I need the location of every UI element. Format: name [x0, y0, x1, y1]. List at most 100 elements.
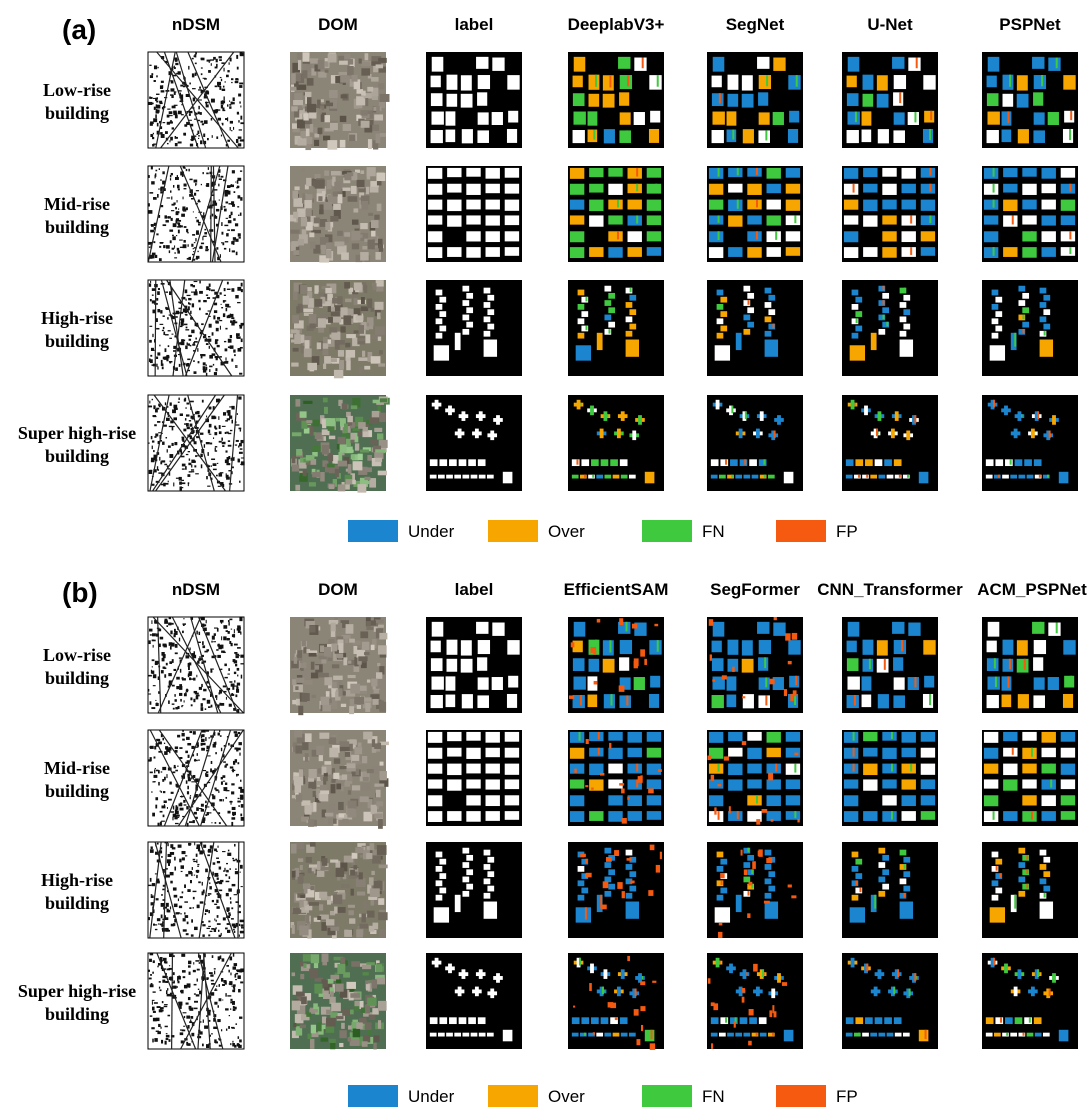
tile-a-r3-c5 — [707, 280, 803, 376]
tile-b-r2-c2 — [290, 730, 389, 829]
column-header-b-2: DOM — [318, 580, 358, 599]
tile-b-r3-c4 — [568, 842, 664, 938]
column-header-a-7: PSPNet — [999, 15, 1061, 34]
tile-b-r3-c2 — [290, 842, 388, 939]
tile-a-r1-c7 — [982, 52, 1078, 148]
legend-label-fn-a: FN — [702, 522, 725, 541]
row-label-a-4-line2: building — [45, 446, 109, 466]
tile-b-r4-c7 — [982, 953, 1078, 1049]
row-label-b-3-line1: High-rise — [41, 870, 113, 890]
tile-a-r2-c3 — [426, 166, 522, 262]
column-header-a-5: SegNet — [726, 15, 785, 34]
tile-a-r3-c6 — [842, 280, 938, 376]
tile-b-r4-c3 — [426, 953, 522, 1049]
tile-b-r1-c7 — [982, 617, 1078, 713]
tile-a-r3-c3 — [426, 280, 522, 376]
tile-b-r2-c5 — [707, 730, 803, 826]
tile-b-r1-c3 — [426, 617, 522, 713]
row-label-a-2-line1: Mid-rise — [44, 194, 110, 214]
tile-a-r2-c7 — [982, 166, 1078, 262]
legend-swatch-under-b — [348, 1085, 398, 1107]
tile-a-r4-c6 — [842, 395, 938, 491]
legend-swatch-over-b — [488, 1085, 538, 1107]
column-header-b-3: label — [455, 580, 494, 599]
tile-a-r3-c7 — [982, 280, 1078, 376]
tile-b-r3-c7 — [982, 842, 1078, 938]
row-label-b-2-line1: Mid-rise — [44, 758, 110, 778]
tile-b-r2-c1 — [147, 729, 245, 827]
tile-b-r2-c3 — [426, 730, 522, 826]
column-header-a-3: label — [455, 15, 494, 34]
row-label-a-1-line1: Low-rise — [43, 80, 111, 100]
tile-a-r2-c5 — [707, 166, 803, 262]
legend-label-under-a: Under — [408, 522, 455, 541]
row-label-b-4-line1: Super high-rise — [18, 981, 136, 1001]
legend-label-fp-a: FP — [836, 522, 858, 541]
tile-b-r1-c2 — [290, 617, 388, 716]
row-label-a-1-line2: building — [45, 103, 109, 123]
tile-b-r4-c5 — [707, 953, 803, 1049]
legend-swatch-fn-b — [642, 1085, 692, 1107]
row-label-b-1-line2: building — [45, 668, 109, 688]
column-header-a-4: DeeplabV3+ — [568, 15, 665, 34]
tile-a-r3-c2 — [290, 280, 386, 379]
legend-label-fn-b: FN — [702, 1087, 725, 1106]
tile-b-r4-c6 — [842, 953, 938, 1049]
row-label-a-4-line1: Super high-rise — [18, 423, 136, 443]
legend-swatch-fp-b — [776, 1085, 826, 1107]
column-header-b-7: ACM_PSPNet — [977, 580, 1087, 599]
tile-a-r1-c1 — [147, 51, 245, 149]
legend-label-over-a: Over — [548, 522, 585, 541]
column-header-a-1: nDSM — [172, 15, 220, 34]
tile-a-r1-c2 — [290, 52, 390, 151]
legend-label-over-b: Over — [548, 1087, 585, 1106]
tile-b-r3-c6 — [842, 842, 938, 938]
tile-b-r3-c5 — [707, 842, 803, 938]
tile-a-r4-c7 — [982, 395, 1078, 491]
panel-label-a: (a) — [62, 14, 96, 45]
tile-a-r4-c2 — [290, 395, 390, 493]
row-label-a-3-line2: building — [45, 331, 109, 351]
tile-a-r3-c1 — [147, 279, 245, 377]
legend-label-fp-b: FP — [836, 1087, 858, 1106]
tile-b-r3-c1 — [147, 841, 245, 939]
tile-b-r3-c3 — [426, 842, 522, 938]
tile-b-r2-c4 — [568, 730, 664, 826]
legend-swatch-over-a — [488, 520, 538, 542]
column-header-b-6: CNN_Transformer — [817, 580, 963, 599]
column-header-b-1: nDSM — [172, 580, 220, 599]
legend-swatch-under-a — [348, 520, 398, 542]
row-label-b-3-line2: building — [45, 893, 109, 913]
column-header-b-5: SegFormer — [710, 580, 800, 599]
row-label-b-4-line2: building — [45, 1004, 109, 1024]
tile-a-r4-c3 — [426, 395, 522, 491]
tile-b-r1-c5 — [707, 617, 803, 713]
tile-a-r1-c6 — [842, 52, 938, 148]
tile-b-r1-c1 — [147, 616, 245, 714]
tile-b-r4-c4 — [568, 953, 664, 1050]
tile-b-r2-c7 — [982, 730, 1078, 826]
panel-label-b: (b) — [62, 577, 98, 608]
tile-a-r2-c1 — [147, 165, 245, 263]
column-header-b-4: EfficientSAM — [564, 580, 669, 599]
tile-a-r1-c5 — [707, 52, 803, 148]
tile-a-r2-c4 — [568, 166, 664, 262]
tile-a-r1-c4 — [568, 52, 664, 148]
tile-b-r1-c6 — [842, 617, 938, 713]
legend-swatch-fn-a — [642, 520, 692, 542]
tile-a-r4-c1 — [147, 394, 245, 492]
row-label-b-1-line1: Low-rise — [43, 645, 111, 665]
tile-b-r2-c6 — [842, 730, 938, 826]
row-label-a-2-line2: building — [45, 217, 109, 237]
legend-swatch-fp-a — [776, 520, 826, 542]
column-header-a-6: U-Net — [867, 15, 913, 34]
tile-b-r4-c1 — [147, 952, 245, 1050]
tile-a-r3-c4 — [568, 280, 664, 376]
tile-b-r1-c4 — [568, 617, 664, 713]
legend-label-under-b: Under — [408, 1087, 455, 1106]
row-label-a-3-line1: High-rise — [41, 308, 113, 328]
tile-b-r4-c2 — [290, 953, 387, 1050]
tile-a-r2-c2 — [290, 166, 386, 263]
row-label-b-2-line2: building — [45, 781, 109, 801]
